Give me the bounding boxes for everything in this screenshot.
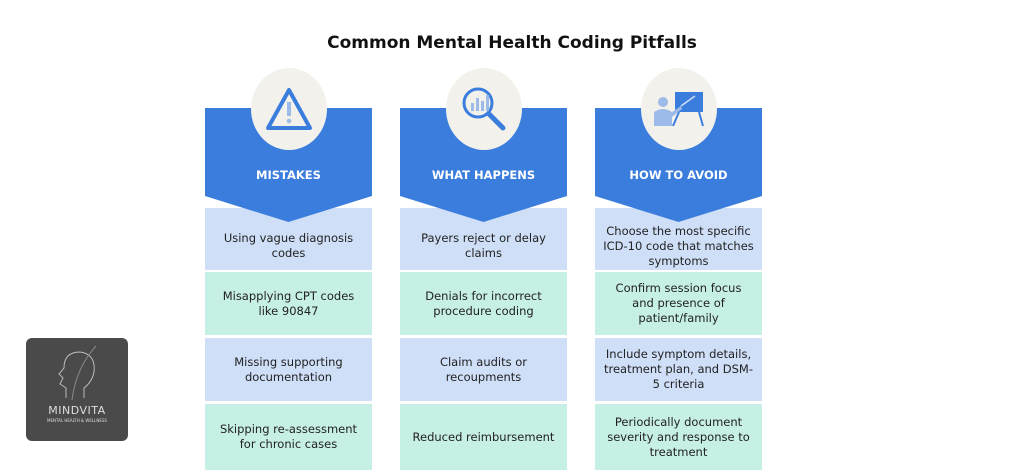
- table-cell: Skipping re-assessment for chronic cases: [205, 404, 372, 470]
- magnifier-chart-icon: [446, 68, 522, 150]
- table-cell: Missing supporting documentation: [205, 338, 372, 401]
- column-mistakes: MISTAKES Using vague diagnosis codes Mis…: [205, 68, 372, 470]
- warning-triangle-icon: [251, 68, 327, 150]
- table-cell: Reduced reimbursement: [400, 404, 567, 470]
- mindvita-logo: MINDVITA MENTAL HEALTH & WELLNESS: [26, 338, 128, 441]
- column-header: HOW TO AVOID: [629, 168, 728, 182]
- table-cell: Misapplying CPT codes like 90847: [205, 272, 372, 335]
- table-cell: Claim audits or recoupments: [400, 338, 567, 401]
- table-cell: Denials for incorrect procedure coding: [400, 272, 567, 335]
- head-silhouette-icon: [58, 345, 97, 401]
- logo-name: MINDVITA: [48, 404, 106, 417]
- page-title: Common Mental Health Coding Pitfalls: [327, 33, 697, 53]
- column-how-to-avoid: HOW TO AVOID Choose the most specific IC…: [595, 68, 762, 470]
- table-cell: Include symptom details, treatment plan,…: [595, 338, 762, 401]
- column-what-happens: WHAT HAPPENS Payers reject or delay clai…: [400, 68, 567, 470]
- table-cell: Confirm session focus and presence of pa…: [595, 272, 762, 335]
- column-header: WHAT HAPPENS: [431, 168, 536, 182]
- table-cell: Periodically document severity and respo…: [595, 404, 762, 470]
- column-header: MISTAKES: [256, 168, 321, 182]
- presenter-board-icon: [641, 68, 717, 150]
- logo-tagline: MENTAL HEALTH & WELLNESS: [47, 418, 107, 423]
